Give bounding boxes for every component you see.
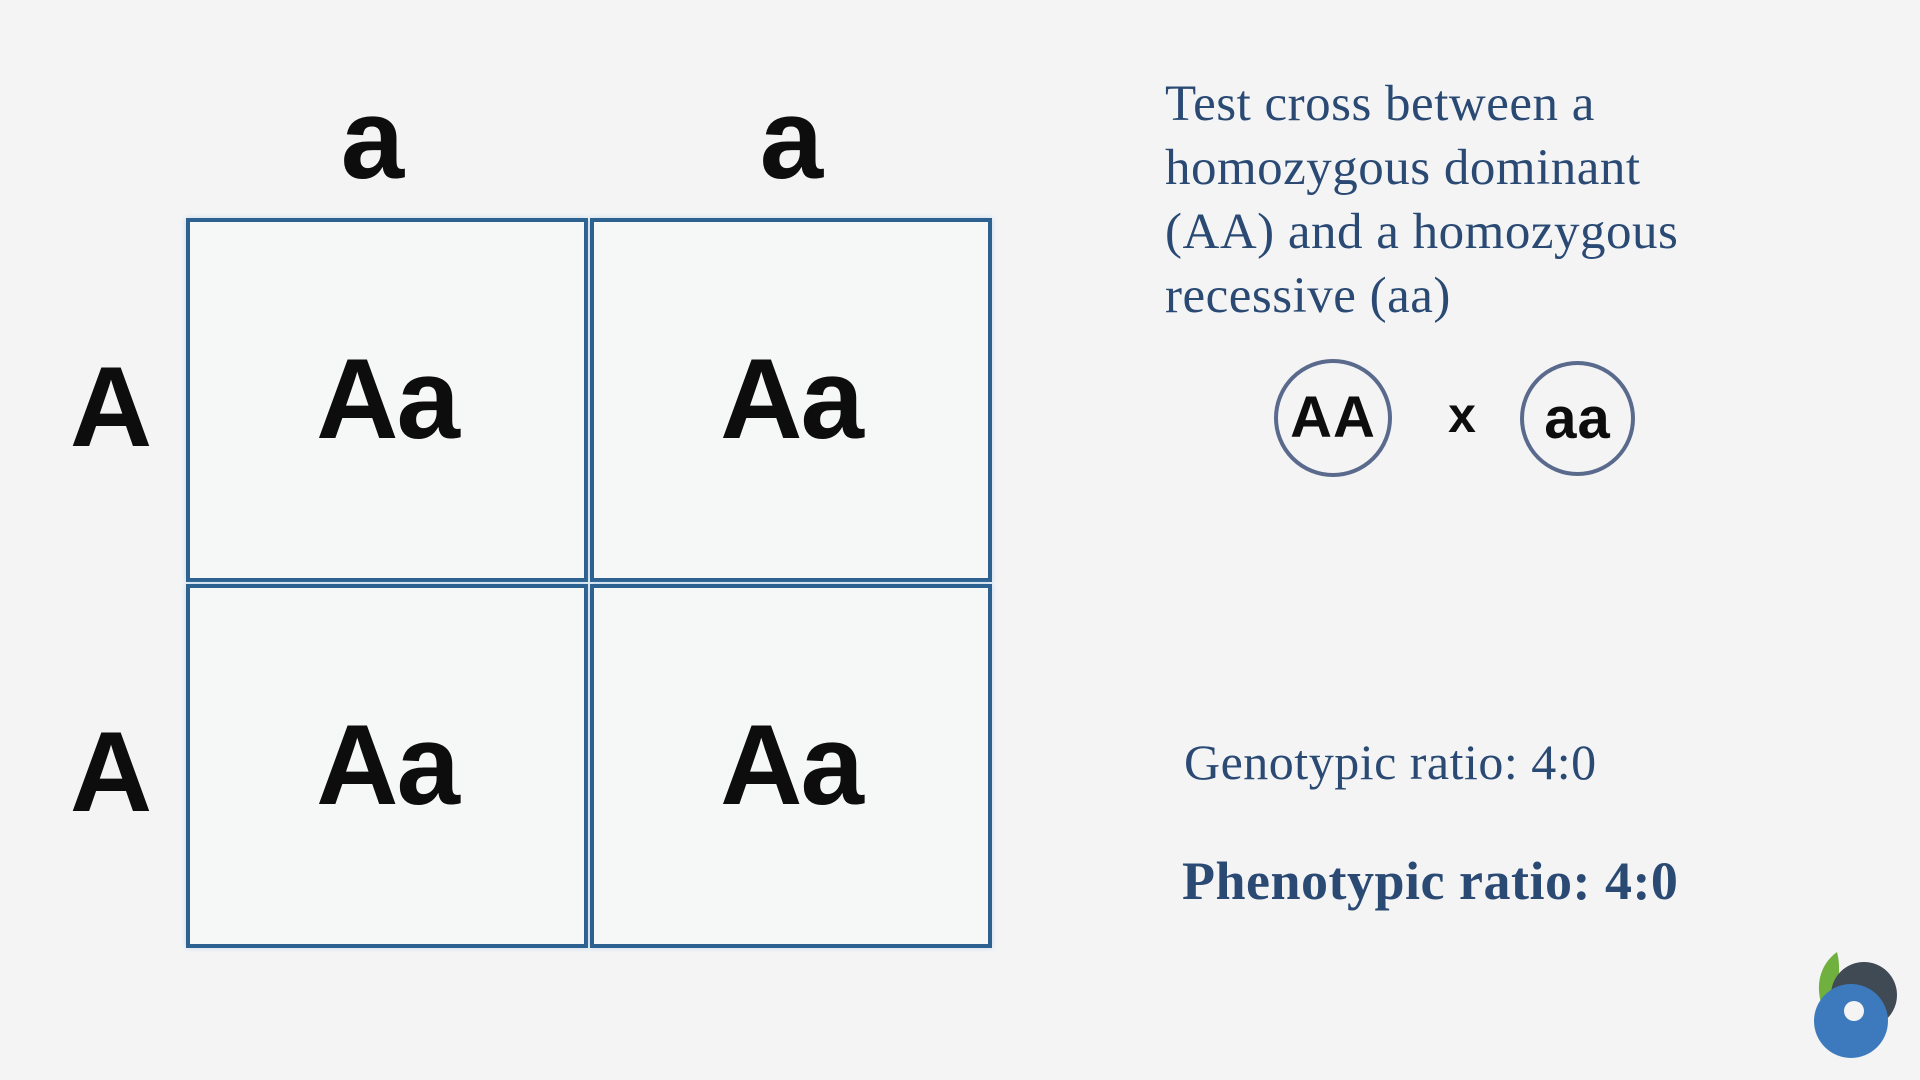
punnett-col-header-2: a <box>589 75 992 205</box>
punnett-cell: Aa <box>186 218 588 582</box>
title-line: (AA) and a homozygous <box>1165 204 1679 260</box>
cell-genotype: Aa <box>720 702 864 829</box>
parent2-genotype: aa <box>1544 385 1611 451</box>
punnett-cell: Aa <box>186 584 588 948</box>
cell-genotype: Aa <box>720 336 864 463</box>
col-header-allele: a <box>759 76 823 203</box>
parent1-genotype: AA <box>1290 385 1376 450</box>
col-header-allele: a <box>340 76 404 203</box>
parent1-circle: AA <box>1274 359 1392 477</box>
genotypic-ratio-text: Genotypic ratio: 4:0 <box>1184 734 1597 790</box>
title-line: Test cross between a <box>1165 76 1595 132</box>
punnett-cell: Aa <box>590 218 992 582</box>
punnett-grid: Aa Aa Aa Aa <box>186 218 992 948</box>
punnett-cell: Aa <box>590 584 992 948</box>
logo-disc-hole <box>1844 1001 1864 1021</box>
punnett-row-header-2: A <box>40 590 180 955</box>
cell-genotype: Aa <box>316 336 460 463</box>
logo-disc-shape <box>1814 984 1888 1058</box>
row-header-allele: A <box>69 708 152 836</box>
title-line: homozygous dominant <box>1165 140 1641 196</box>
cross-description-title: Test cross between a homozygous dominant… <box>1165 72 1865 328</box>
title-line: recessive (aa) <box>1165 268 1451 324</box>
punnett-col-header-1: a <box>170 75 573 205</box>
cell-genotype: Aa <box>316 702 460 829</box>
parent2-circle: aa <box>1520 361 1635 476</box>
phenotypic-ratio-text: Phenotypic ratio: 4:0 <box>1182 851 1679 911</box>
punnett-row-header-1: A <box>40 225 180 590</box>
cross-operator: x <box>1448 387 1476 443</box>
brand-logo-icon <box>1814 952 1897 1058</box>
row-header-allele: A <box>69 343 152 471</box>
